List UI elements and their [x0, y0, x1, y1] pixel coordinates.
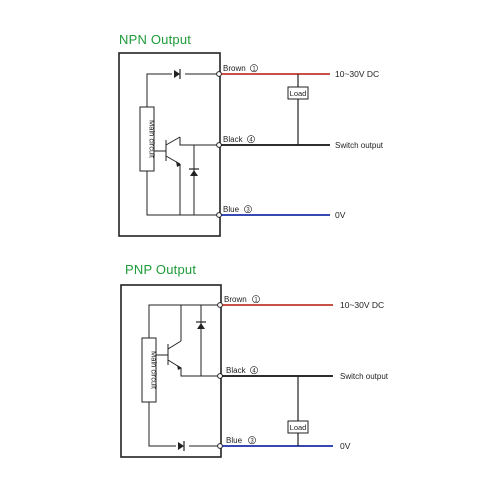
npn-pin-black: 4	[249, 138, 253, 144]
pnp-terminal-blue	[217, 443, 223, 449]
npn-load-label: Load	[290, 89, 307, 98]
npn-wire-name-brown: Brown	[223, 64, 246, 73]
pnp-pin-brown: 1	[254, 298, 258, 304]
pnp-pin-blue: 3	[250, 439, 254, 445]
pnp-diagram: Main circuit Load Brown 1 10~30V DC Blac…	[120, 284, 389, 458]
pnp-diode-side-icon	[197, 323, 205, 329]
pnp-main-circuit-label: Main circuit	[150, 351, 159, 390]
pnp-load-label: Load	[290, 423, 307, 432]
npn-main-circuit-label: Main circuit	[148, 120, 157, 159]
npn-diagram: Main circuit Load Brown 1 10~30V DC Blac…	[118, 52, 384, 237]
npn-signal-black: Switch output	[335, 141, 384, 150]
npn-signal-blue: 0V	[335, 210, 346, 220]
pnp-signal-black: Switch output	[340, 372, 389, 381]
npn-pin-brown: 1	[252, 67, 256, 73]
pnp-wire-name-brown: Brown	[224, 295, 247, 304]
npn-pin-blue: 3	[246, 208, 250, 214]
pnp-wire-name-blue: Blue	[226, 436, 243, 445]
pnp-signal-blue: 0V	[340, 441, 351, 451]
npn-diode-side-icon	[190, 170, 198, 176]
pnp-internal-circuit	[141, 304, 220, 447]
npn-wire-name-blue: Blue	[223, 205, 240, 214]
npn-diode-top-icon	[174, 70, 180, 78]
pnp-signal-brown: 10~30V DC	[340, 300, 384, 310]
pnp-title: PNP Output	[125, 262, 197, 277]
npn-terminal-black	[216, 142, 222, 148]
npn-terminal-blue	[216, 212, 222, 218]
pnp-terminal-black	[217, 373, 223, 379]
pnp-pin-black: 4	[252, 369, 256, 375]
pnp-terminal-brown	[217, 302, 223, 308]
pnp-diode-bottom-icon	[178, 442, 184, 450]
npn-title: NPN Output	[119, 32, 192, 47]
npn-wire-name-black: Black	[223, 135, 244, 144]
pnp-wire-name-black: Black	[226, 366, 247, 375]
npn-internal-circuit	[139, 73, 219, 216]
pnp-sensor-housing	[120, 284, 222, 458]
npn-signal-brown: 10~30V DC	[335, 69, 379, 79]
npn-terminal-brown	[216, 71, 222, 77]
